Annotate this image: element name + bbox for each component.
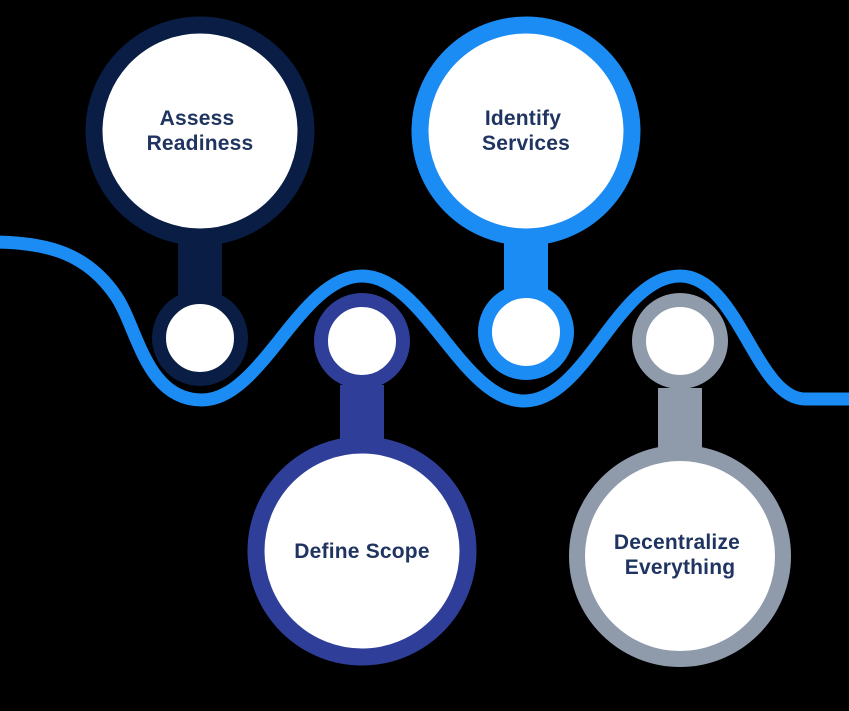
step-label-line1: Assess <box>160 107 235 130</box>
step-small-circle <box>314 293 410 389</box>
step-label-line1: Decentralize <box>614 531 740 554</box>
step-assess-readiness: Assess Readiness <box>85 16 315 386</box>
step-large-circle <box>569 445 791 667</box>
step-decentralize-everything: Decentralize Everything <box>569 293 791 667</box>
step-define-scope: Define Scope <box>247 293 477 666</box>
step-identify-services: Identify Services <box>411 16 641 380</box>
step-label-line2: Readiness <box>147 132 254 155</box>
step-label: Define Scope <box>294 540 429 563</box>
step-small-circle <box>152 290 248 386</box>
step-label: Assess Readiness <box>147 107 254 155</box>
step-label-line2: Everything <box>625 556 736 579</box>
step-small-circle <box>632 293 728 389</box>
wave-line <box>0 235 849 408</box>
step-label-line1: Identify <box>485 107 561 130</box>
step-label: Identify Services <box>482 107 570 155</box>
step-label-line1: Define Scope <box>294 540 429 563</box>
step-large-circle <box>85 16 315 246</box>
step-label-line2: Services <box>482 132 570 155</box>
step-large-circle <box>247 436 477 666</box>
step-label: Decentralize Everything <box>614 531 746 579</box>
step-large-circle <box>411 16 641 246</box>
step-small-circle <box>478 284 574 380</box>
